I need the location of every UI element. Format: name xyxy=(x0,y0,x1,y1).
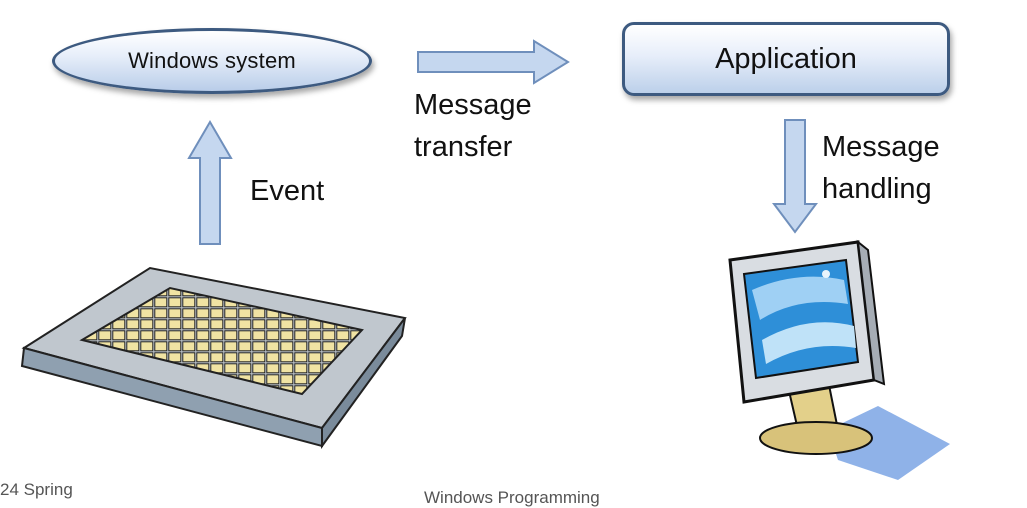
footer-left-text: 24 Spring xyxy=(0,480,73,499)
message-handling-arrow xyxy=(772,119,818,234)
message-transfer-label: Message transfer xyxy=(414,89,532,163)
event-arrow xyxy=(187,120,233,245)
message-transfer-arrow xyxy=(417,39,570,85)
monitor-image xyxy=(728,239,950,480)
windows-system-node: Windows system xyxy=(52,28,372,94)
footer-center-text: Windows Programming xyxy=(424,488,600,507)
windows-system-label: Windows system xyxy=(128,48,296,73)
application-label: Application xyxy=(715,42,857,75)
application-node: Application xyxy=(622,22,950,96)
keyboard-image xyxy=(20,266,407,450)
event-label: Event xyxy=(250,175,325,207)
message-handling-label: Message handling xyxy=(822,131,940,205)
